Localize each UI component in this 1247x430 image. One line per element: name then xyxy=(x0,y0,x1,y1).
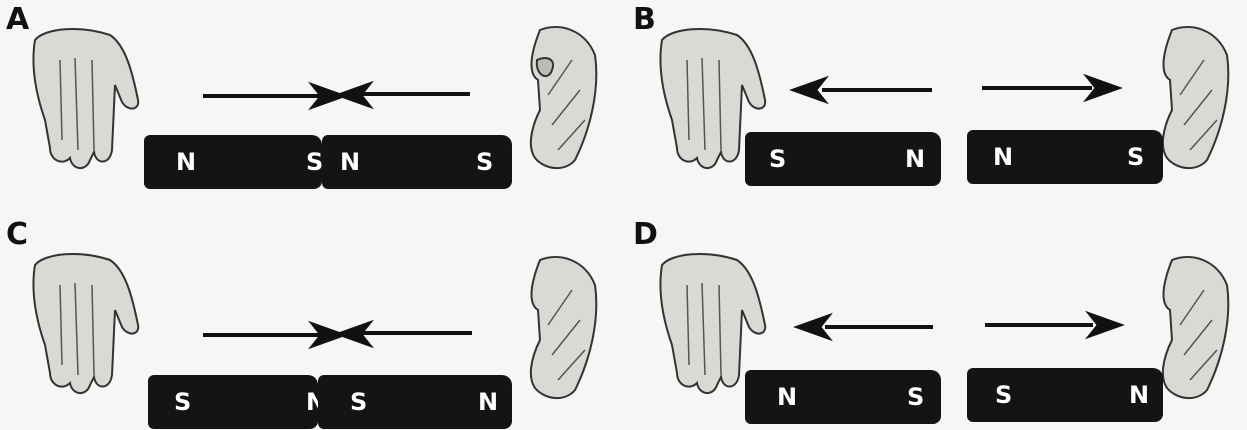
pole-label: S xyxy=(907,383,924,411)
pole-label: S xyxy=(1127,143,1144,171)
inward-arrows xyxy=(203,324,472,345)
right-hand-icon xyxy=(531,27,596,168)
right-hand-icon xyxy=(1163,27,1228,168)
pole-label: N xyxy=(993,143,1013,171)
panel-c: C S N S N xyxy=(0,215,620,430)
pole-label: N xyxy=(777,383,797,411)
pole-label: S xyxy=(306,148,323,176)
pole-label: N xyxy=(905,145,925,173)
magnet-right: N S xyxy=(322,135,512,189)
pole-label: N xyxy=(340,148,360,176)
right-hand-icon xyxy=(531,257,596,398)
inward-arrows xyxy=(203,85,470,106)
magnet-left: S N xyxy=(148,375,318,429)
pole-label: S xyxy=(476,148,493,176)
left-hand-icon xyxy=(33,29,138,168)
pole-label: S xyxy=(350,388,367,416)
pole-label: S xyxy=(995,381,1012,409)
magnet-right: N S xyxy=(967,130,1163,184)
outward-arrows xyxy=(799,315,1119,337)
pole-label: N xyxy=(176,148,196,176)
pole-label: N xyxy=(1129,381,1149,409)
magnet-left: N S xyxy=(144,135,322,189)
right-hand-icon xyxy=(1163,257,1228,398)
magnet-right: S N xyxy=(318,375,512,429)
magnet-left: S N xyxy=(745,132,941,186)
panel-d: D N S S N xyxy=(627,215,1247,430)
panel-a: A N S N S xyxy=(0,0,620,215)
left-hand-icon xyxy=(33,254,138,393)
panel-b: B S N N S xyxy=(627,0,1247,215)
magnet-left: N S xyxy=(745,370,941,424)
outward-arrows xyxy=(795,78,1117,100)
pole-label: S xyxy=(769,145,786,173)
magnet-right: S N xyxy=(967,368,1163,422)
pole-label: N xyxy=(478,388,498,416)
pole-label: S xyxy=(174,388,191,416)
